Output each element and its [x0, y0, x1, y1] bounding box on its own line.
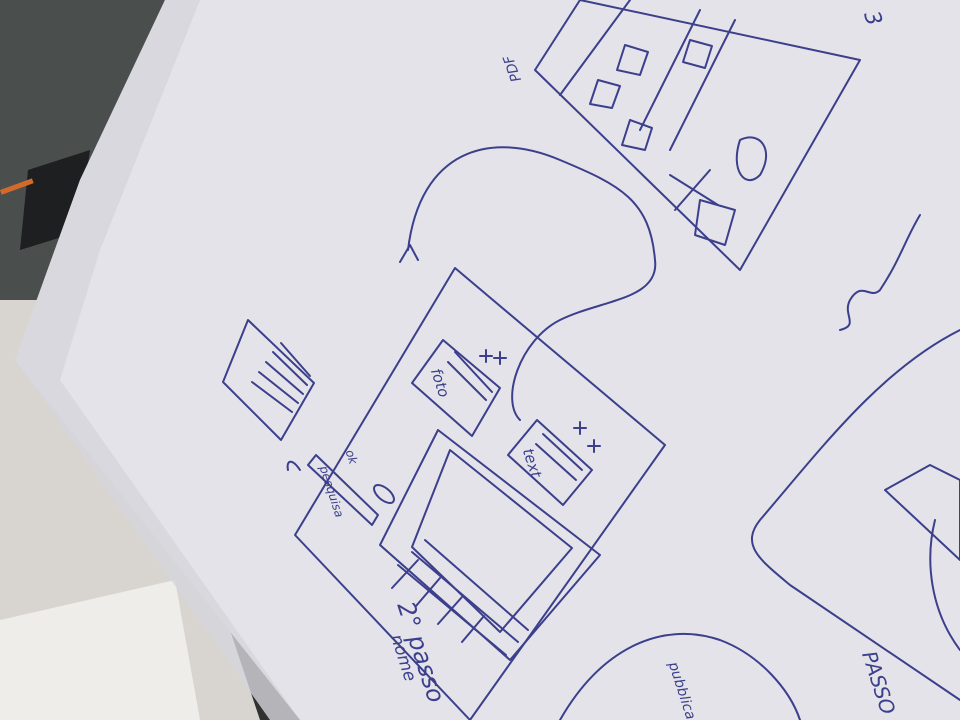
tablet-frame-drawing — [294, 267, 666, 720]
flow-arrowhead — [399, 244, 419, 263]
photo-box-drawing — [411, 339, 501, 437]
search-icon-drawing — [373, 484, 395, 504]
pen-sketch — [222, 0, 960, 720]
pdf-document-drawing — [534, 0, 861, 271]
orange-strip — [0, 178, 34, 195]
bottom-page-arc — [559, 632, 801, 720]
text-box-drawing — [507, 419, 593, 506]
list-card-drawing — [222, 319, 315, 441]
search-bar-drawing — [307, 454, 379, 526]
paper-sheet — [15, 0, 960, 720]
video-window-drawing — [379, 429, 601, 661]
next-page-box — [884, 464, 960, 561]
video-inner-drawing — [411, 449, 573, 633]
squiggle-drawing — [839, 214, 921, 331]
desk-paper-corner — [0, 580, 200, 720]
next-page-outline — [750, 329, 960, 701]
paper-shade — [15, 0, 300, 720]
flow-arrow-drawing — [407, 146, 657, 421]
search-arrow — [286, 460, 301, 471]
